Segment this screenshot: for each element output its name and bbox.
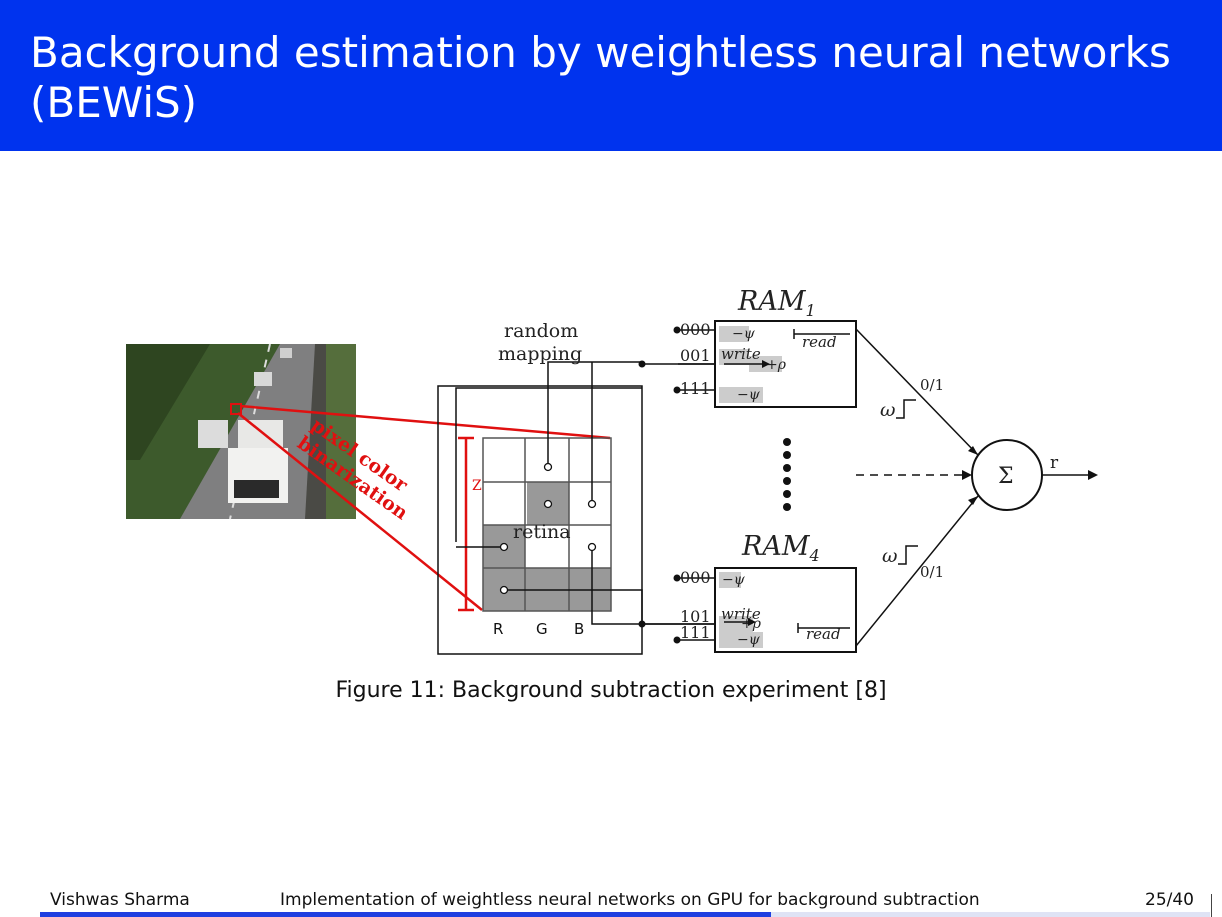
channel-b: B [574,620,584,638]
ram1-addr-111: 111 [680,379,711,398]
svg-text:ω: ω [882,545,898,567]
output-label: r [1050,453,1059,473]
summation-node [971,439,1043,511]
retina-label: retina [513,521,571,543]
ram1-write: write [721,345,761,363]
page-number: 25/40 [1145,890,1194,910]
ram4-minus-psi-top: −ψ [722,572,746,588]
mapping-label: mapping [498,343,582,365]
progress-fill [40,912,772,917]
footer: Vishwas Sharma Implementation of weightl… [0,888,1222,917]
random-label: random [504,320,578,342]
arrow-bottom [968,496,978,505]
selected-pixel [230,403,242,415]
ram4-addr-000: 000 [680,568,711,587]
arrow-out [1088,470,1098,480]
z-bracket [458,436,474,612]
footer-divider [1211,894,1212,917]
output-connections [855,328,1092,647]
z-label: Z [472,478,482,494]
ram1-plus-rho: +ρ [766,357,787,373]
arrow-top [968,446,978,455]
footer-talk-title: Implementation of weightless neural netw… [280,890,980,910]
ram4-minus-psi-bottom: −ψ [737,632,761,648]
ram1-addr-001: 001 [680,346,711,365]
ram4-write: write [721,605,761,623]
channel-r: R [493,620,503,638]
slide-title: Background estimation by weightless neur… [30,28,1171,127]
channel-g: G [536,620,548,638]
weight-bottom-label: 0/1 [920,563,944,581]
ram1-addr-000: 000 [680,320,711,339]
ram4-addr-101: 101 [680,607,711,626]
ram4-read: read [806,625,841,643]
arrow-mid [962,470,972,480]
diagram: pixel color binarization Z retin [126,286,1098,655]
wire-nodes [499,326,681,644]
ram1-read: read [802,333,837,351]
projection-line-bottom [237,412,483,611]
ellipsis-dots [783,438,791,511]
progress-bar [40,912,1210,917]
title-bar: Background estimation by weightless neur… [0,0,1222,151]
svg-text:ω: ω [880,399,896,421]
mapping-wires [437,329,714,655]
figure-caption: Figure 11: Background subtraction experi… [335,678,887,703]
ram4-label: RAM4 [741,531,820,565]
weight-top-label: 0/1 [920,376,944,394]
ram1-minus-psi-bottom: −ψ [737,387,761,403]
ram1-minus-psi-top: −ψ [732,326,756,342]
figure: pixel color binarization Z retin [120,280,1110,670]
sigma-symbol: Σ [998,464,1014,489]
ram4-addr-111: 111 [680,623,711,642]
omega-step-bottom: ω [882,545,918,567]
traffic-photo [126,343,356,520]
footer-author: Vishwas Sharma [50,890,190,910]
ram1-label: RAM1 [737,286,816,320]
omega-step-top: ω [880,399,916,421]
